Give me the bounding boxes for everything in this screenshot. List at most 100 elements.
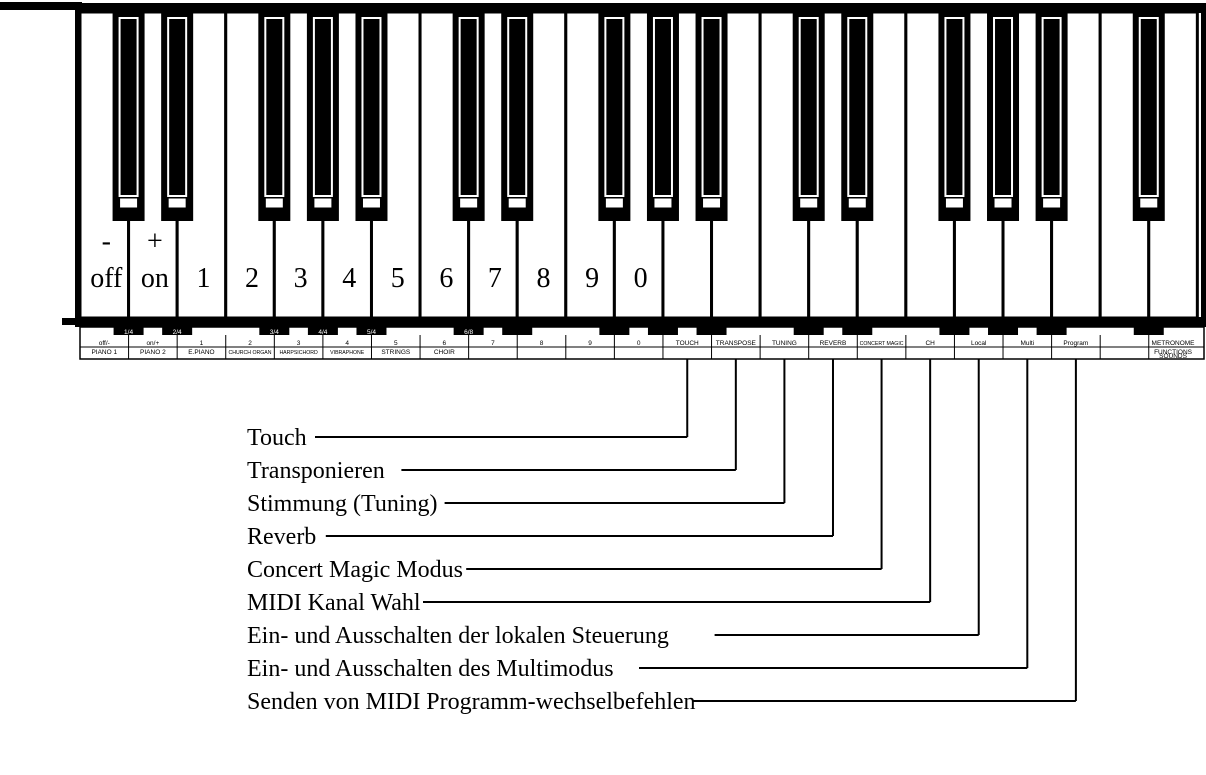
black-key-top bbox=[798, 17, 819, 197]
strip-row2-label: CHURCH ORGAN bbox=[229, 350, 272, 356]
callout-label: Concert Magic Modus bbox=[247, 557, 463, 583]
key-sign-label: + bbox=[147, 226, 163, 257]
strip-row2-label: FUNCTIONS bbox=[1154, 349, 1193, 356]
black-key-highlight bbox=[702, 197, 722, 209]
strip-black-tab bbox=[696, 327, 727, 335]
black-key-top bbox=[847, 17, 868, 197]
black-key-highlight bbox=[459, 197, 479, 209]
strip-row1-label: TRANSPOSE bbox=[716, 340, 757, 347]
black-key-top bbox=[1041, 17, 1062, 197]
black-key-highlight bbox=[847, 197, 867, 209]
black-key-top bbox=[993, 17, 1014, 197]
strip-sounds-label: SOUNDS bbox=[1159, 353, 1187, 360]
black-key-top bbox=[458, 17, 479, 197]
strip-black-tab bbox=[1036, 327, 1067, 335]
key-number-label: 4 bbox=[342, 263, 356, 294]
strip-black-tab bbox=[307, 327, 338, 335]
strip-black-tab bbox=[939, 327, 970, 335]
black-key-highlight bbox=[313, 197, 333, 209]
black-key-top bbox=[507, 17, 528, 197]
black-key-top bbox=[701, 17, 722, 197]
callout-label: Reverb bbox=[247, 524, 316, 550]
strip-black-tab bbox=[502, 327, 533, 335]
black-key-top bbox=[264, 17, 285, 197]
strip-row1-label: CONCERT MAGIC bbox=[860, 341, 904, 347]
black-key bbox=[452, 9, 485, 221]
strip-black-tab bbox=[647, 327, 678, 335]
black-key-highlight bbox=[944, 197, 964, 209]
strip-row1-label: 9 bbox=[588, 340, 592, 347]
black-key-top bbox=[604, 17, 625, 197]
strip-row1-label: 0 bbox=[637, 340, 641, 347]
strip-black-tab bbox=[259, 327, 290, 335]
keyboard-bottom-edge bbox=[62, 318, 1206, 325]
callout-label: Senden von MIDI Programm-wechselbefehlen bbox=[247, 689, 696, 715]
callout-label: Stimmung (Tuning) bbox=[247, 491, 438, 517]
black-key-top bbox=[1138, 17, 1159, 197]
black-key bbox=[695, 9, 728, 221]
strip-row1-label: CH bbox=[925, 340, 935, 347]
key-number-label: 0 bbox=[634, 263, 648, 294]
strip-row1-label: on/+ bbox=[146, 340, 159, 347]
strip-black-tab bbox=[599, 327, 630, 335]
strip-row1-label: METRONOME bbox=[1152, 340, 1196, 347]
black-key-top bbox=[652, 17, 673, 197]
black-key bbox=[987, 9, 1020, 221]
strip-row1-label: 6 bbox=[443, 340, 447, 347]
callout-label: Transponieren bbox=[247, 458, 385, 484]
black-key-top bbox=[167, 17, 188, 197]
strip-black-tab bbox=[453, 327, 484, 335]
black-key-top bbox=[944, 17, 965, 197]
strip-row2-label: HARPSICHORD bbox=[279, 350, 318, 356]
strip-row1-label: Multi bbox=[1020, 340, 1034, 347]
black-key-highlight bbox=[361, 197, 381, 209]
strip-black-tab bbox=[1133, 327, 1164, 335]
black-key bbox=[112, 9, 145, 221]
strip-row1-label: Program bbox=[1063, 340, 1088, 347]
black-key-highlight bbox=[799, 197, 819, 209]
callout-label: MIDI Kanal Wahl bbox=[247, 590, 421, 616]
black-key-highlight bbox=[507, 197, 527, 209]
time-signature-label: 3/4 bbox=[270, 329, 279, 336]
strip-row1-label: 8 bbox=[540, 340, 544, 347]
time-signature-label: 4/4 bbox=[318, 329, 327, 336]
black-key bbox=[598, 9, 631, 221]
strip-row1-label: Local bbox=[971, 340, 987, 347]
strip-black-tab bbox=[793, 327, 824, 335]
black-key bbox=[355, 9, 388, 221]
strip-row1-label: off/- bbox=[99, 340, 110, 347]
black-key-highlight bbox=[1139, 197, 1159, 209]
strip-black-tab bbox=[113, 327, 144, 335]
black-key bbox=[938, 9, 971, 221]
black-key-highlight bbox=[119, 197, 139, 209]
strip-black-tab bbox=[162, 327, 193, 335]
black-key-highlight bbox=[167, 197, 187, 209]
key-number-label: 6 bbox=[439, 263, 453, 294]
strip-row1-label: 7 bbox=[491, 340, 495, 347]
black-key-highlight bbox=[993, 197, 1013, 209]
strip-row1-label: REVERB bbox=[820, 340, 847, 347]
key-number-label: off bbox=[90, 263, 123, 294]
key-number-label: 9 bbox=[585, 263, 599, 294]
callout-label: Touch bbox=[247, 425, 307, 451]
callout-label: Ein- und Ausschalten der lokalen Steueru… bbox=[247, 623, 669, 649]
key-number-label: 7 bbox=[488, 263, 502, 294]
strip-row1-label: TUNING bbox=[772, 340, 797, 347]
strip-black-tab bbox=[356, 327, 387, 335]
black-key bbox=[258, 9, 291, 221]
time-signature-label: 5/4 bbox=[367, 329, 376, 336]
strip-row2-label: VIBRAPHONE bbox=[330, 350, 365, 356]
time-signature-label: 6/8 bbox=[464, 329, 473, 336]
black-key bbox=[501, 9, 534, 221]
black-key bbox=[306, 9, 339, 221]
black-key-top bbox=[361, 17, 382, 197]
key-number-label: 3 bbox=[294, 263, 308, 294]
strip-row2-label: PIANO 1 bbox=[91, 349, 117, 356]
black-key bbox=[161, 9, 194, 221]
strip-row2-label: E.PIANO bbox=[188, 349, 214, 356]
key-number-label: 1 bbox=[196, 263, 210, 294]
strip-row2-label: PIANO 2 bbox=[140, 349, 166, 356]
